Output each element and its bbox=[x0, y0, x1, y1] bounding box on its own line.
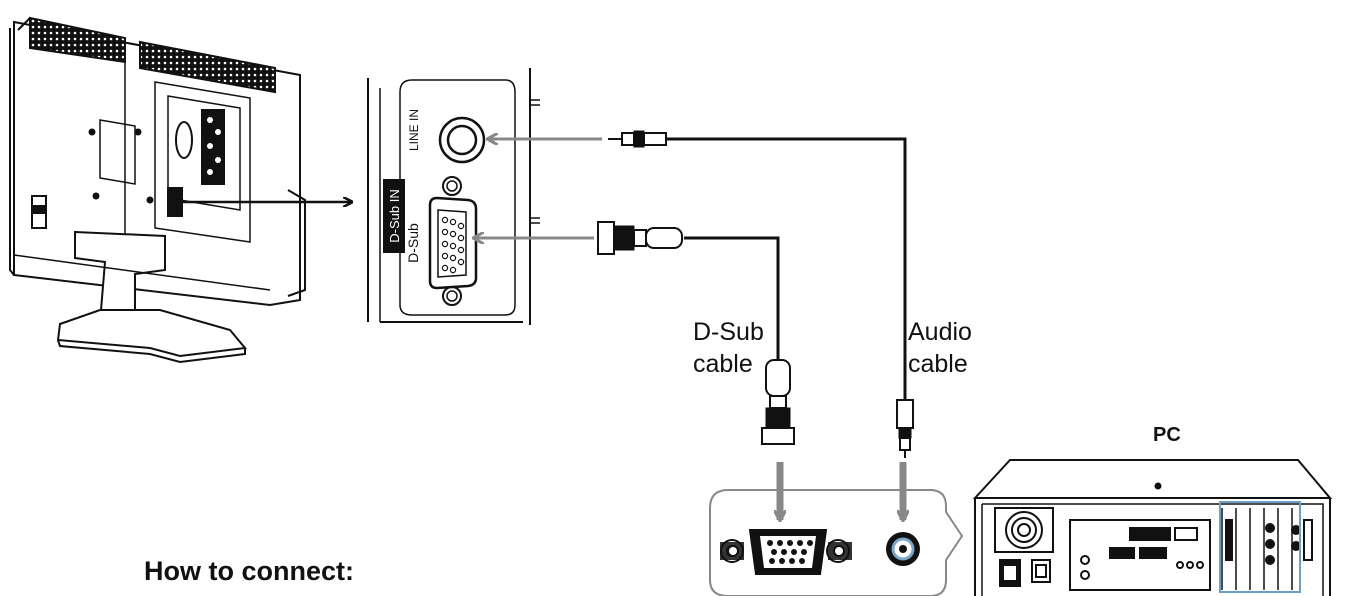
dsub-cable bbox=[597, 221, 795, 445]
dsub-cable-label: D-Sub cable bbox=[693, 316, 764, 380]
pc-audio-jack bbox=[886, 532, 920, 566]
audio-cable-label-line1: Audio bbox=[908, 318, 972, 346]
pc-tower bbox=[972, 459, 1333, 596]
dsub-in-label: D-Sub IN bbox=[387, 189, 402, 242]
pc-highlight-frame bbox=[1219, 501, 1301, 593]
audio-cable-label-line2: cable bbox=[908, 350, 968, 378]
dsub-cable-label-line2: cable bbox=[693, 350, 753, 378]
dsub-cable-label-line1: D-Sub bbox=[693, 318, 764, 346]
audio-cable bbox=[608, 130, 914, 458]
pc-vga-port bbox=[720, 529, 852, 575]
dsub-port-label: D-Sub bbox=[405, 223, 421, 263]
dsub-port bbox=[428, 196, 478, 290]
line-in-label: LINE IN bbox=[407, 109, 421, 151]
audio-cable-label: Audio cable bbox=[908, 316, 972, 380]
pc-label: PC bbox=[1153, 424, 1181, 446]
connector-panel bbox=[367, 68, 540, 325]
line-in-jack bbox=[438, 116, 486, 164]
monitor-rear-illustration bbox=[9, 16, 306, 364]
page-title: How to connect: bbox=[144, 556, 354, 586]
